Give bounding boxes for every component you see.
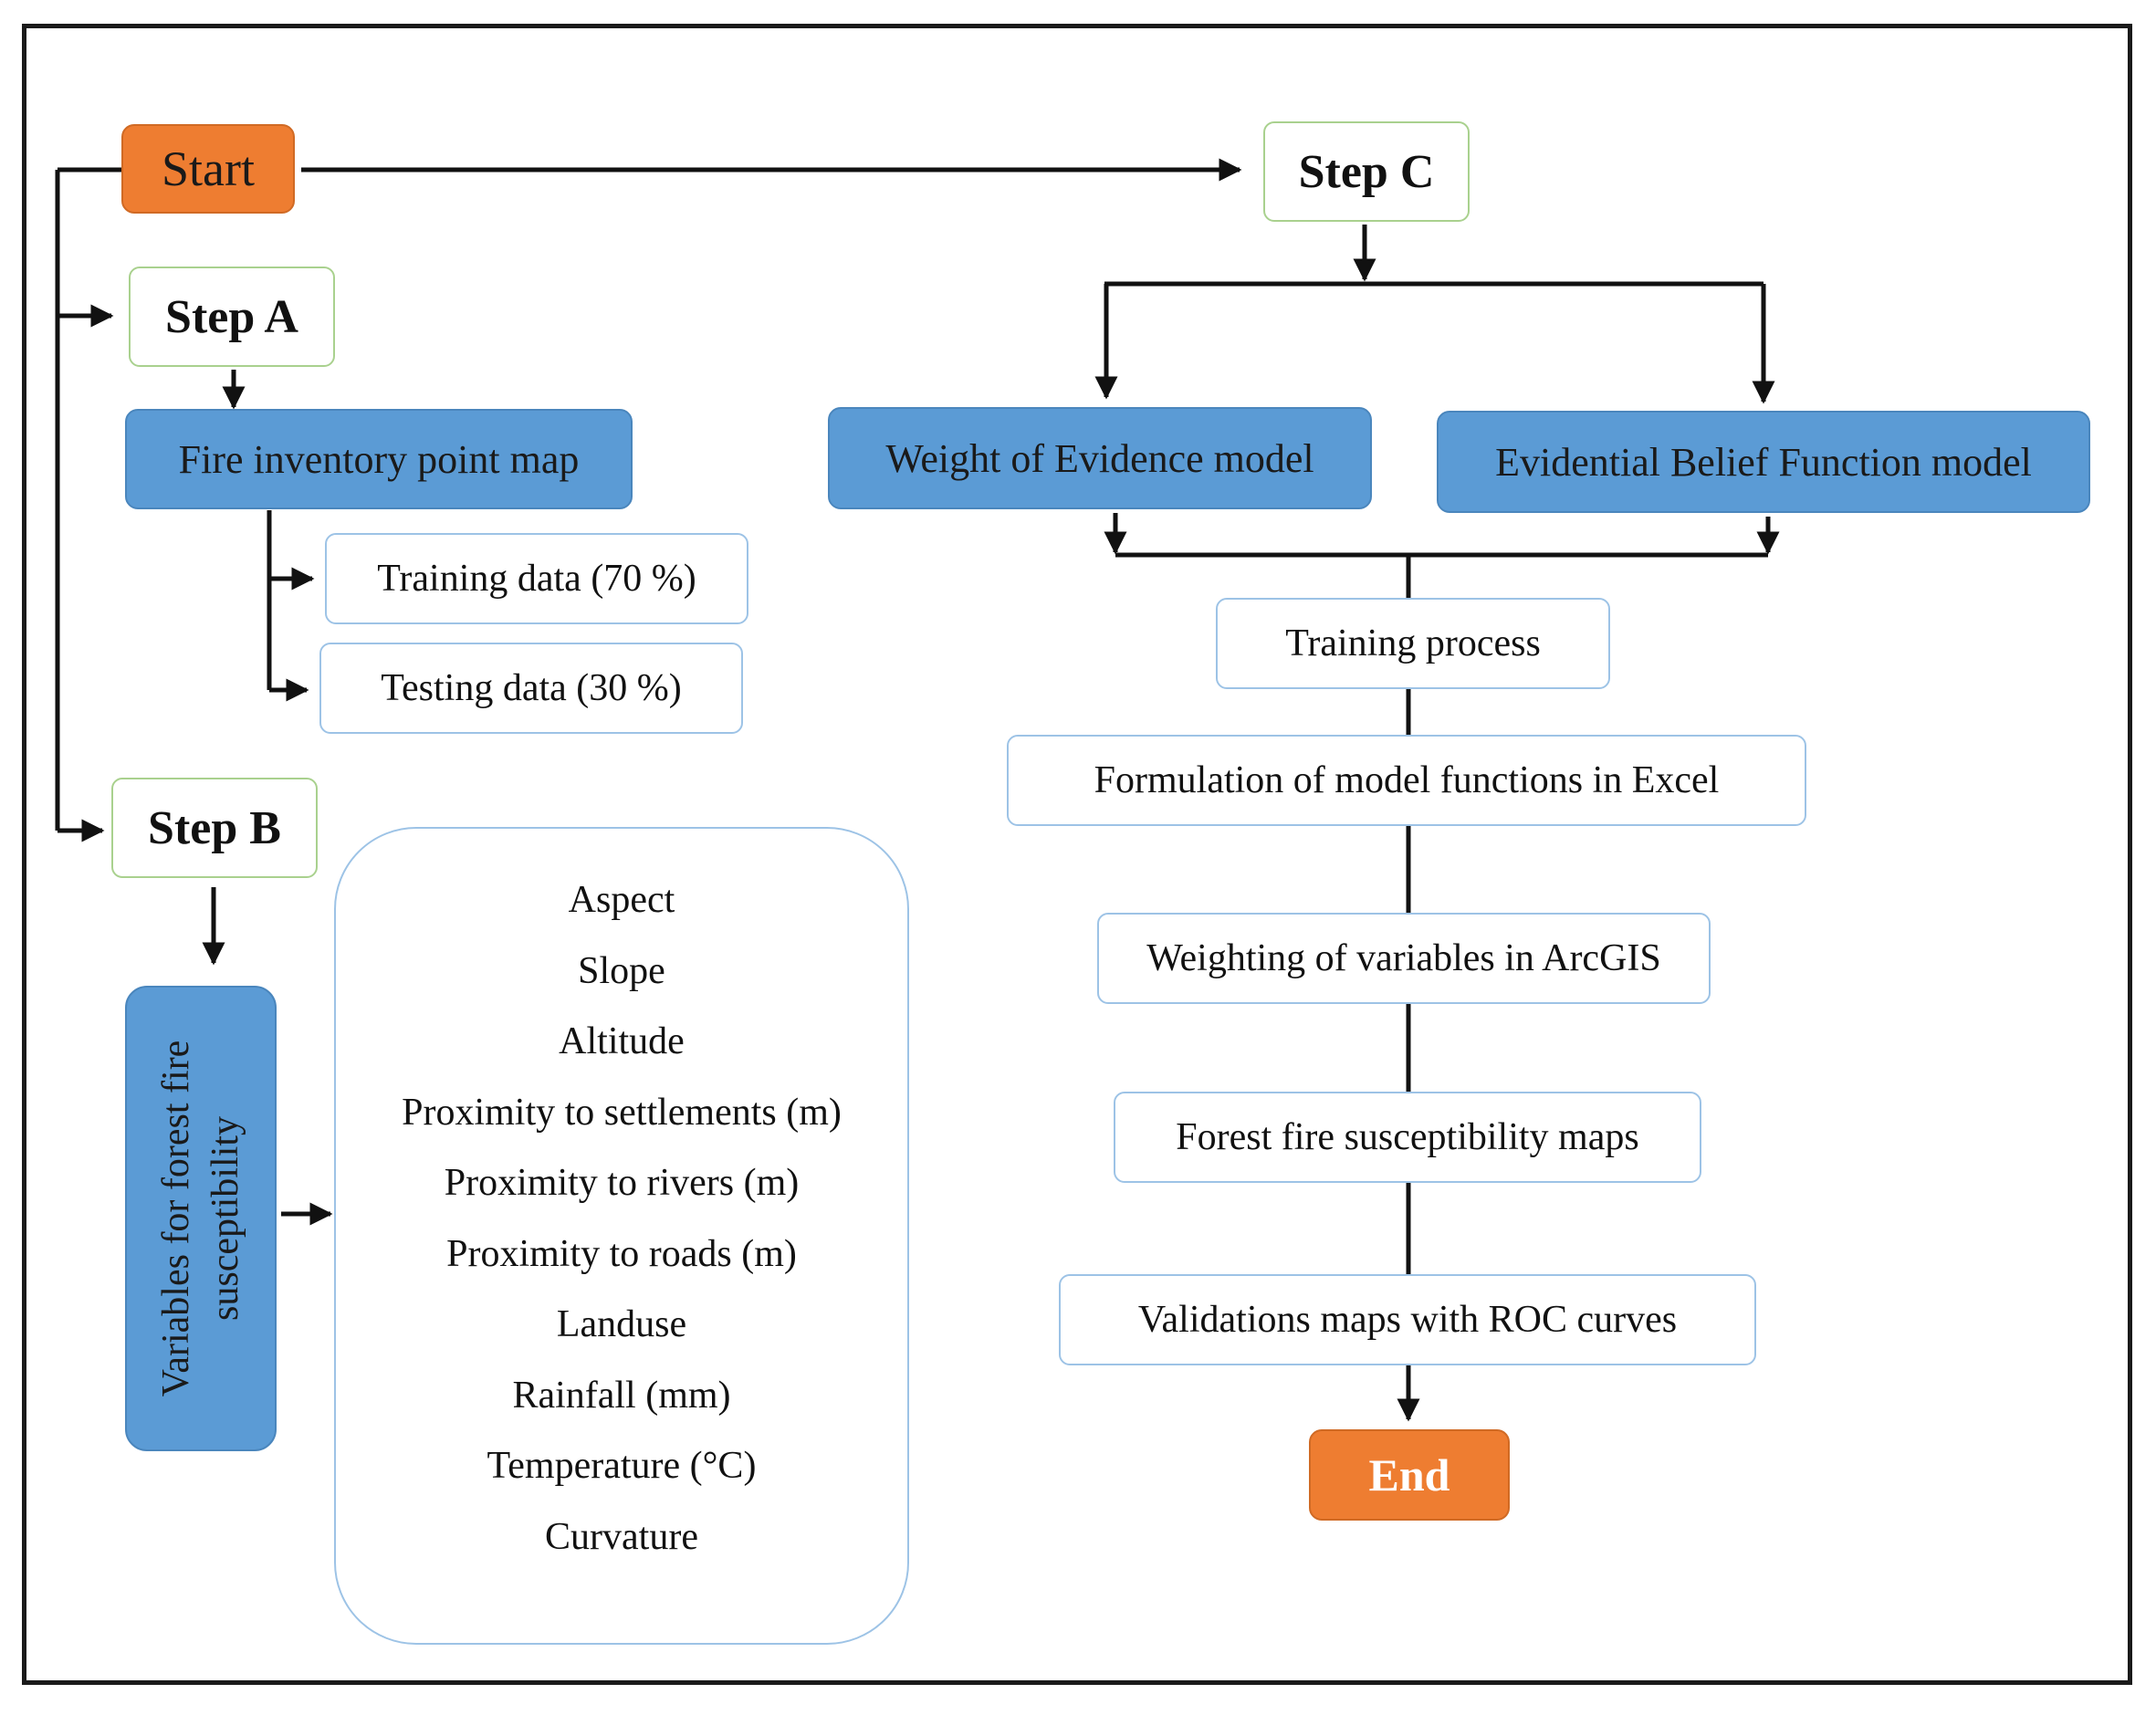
validation-node: Validations maps with ROC curves (1059, 1274, 1756, 1365)
variable-item: Slope (578, 949, 665, 992)
variable-item: Curvature (545, 1515, 698, 1558)
susceptibility-maps-node: Forest fire susceptibility maps (1114, 1092, 1701, 1183)
variable-item: Rainfall (mm) (512, 1374, 731, 1417)
weighting-node: Weighting of variables in ArcGIS (1097, 913, 1711, 1004)
step-b-node: Step B (111, 778, 318, 878)
variable-item: Landuse (556, 1303, 687, 1345)
training-data-node: Training data (70 %) (325, 533, 748, 624)
step-c-node: Step C (1263, 121, 1470, 222)
training-process-node: Training process (1216, 598, 1610, 689)
fire-inventory-node: Fire inventory point map (125, 409, 633, 509)
start-node: Start (121, 124, 295, 214)
woe-model-node: Weight of Evidence model (828, 407, 1372, 509)
variables-group-node: Variables for forest fire susceptibility (125, 986, 277, 1451)
ebf-model-node: Evidential Belief Function model (1437, 411, 2090, 513)
testing-data-node: Testing data (30 %) (319, 643, 743, 734)
variables-group-label: Variables for forest fire susceptibility (155, 1040, 246, 1397)
variable-item: Aspect (568, 879, 675, 921)
variable-item: Proximity to settlements (m) (402, 1091, 842, 1134)
end-node: End (1309, 1429, 1510, 1521)
formulation-node: Formulation of model functions in Excel (1007, 735, 1806, 826)
diagram-frame (22, 24, 2132, 1685)
variable-item: Proximity to roads (m) (446, 1232, 797, 1275)
variable-item: Temperature (°C) (487, 1445, 757, 1487)
variable-item: Proximity to rivers (m) (444, 1162, 800, 1204)
variable-item: Altitude (559, 1020, 685, 1062)
step-a-node: Step A (129, 267, 335, 367)
